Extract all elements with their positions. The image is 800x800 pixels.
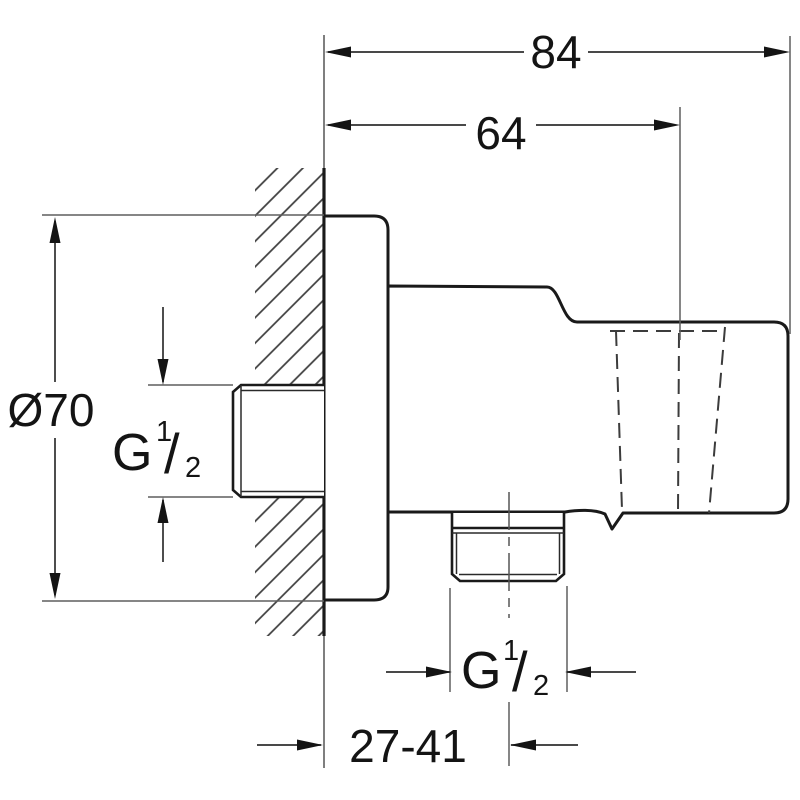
- dim-inlet-thread: G 1 / 2: [112, 307, 233, 562]
- dim-overall-depth: 84: [325, 26, 791, 334]
- inlet-thread-letter: G: [112, 424, 152, 482]
- outlet-thread-denominator: 2: [533, 670, 549, 702]
- outlet-nipple-outline: [450, 513, 566, 583]
- dim-flange-diameter: Ø70: [8, 214, 324, 602]
- dim-84-arrow-right: [764, 46, 790, 58]
- dim-64-arrow-left: [325, 119, 351, 131]
- cone-right-hidden-line: [708, 326, 726, 514]
- outlet-thread-numerator: 1: [503, 635, 519, 667]
- dim-64-label: 64: [475, 107, 526, 159]
- inlet-pipe-fill: [233, 385, 324, 497]
- cone-middle-hidden-line: [677, 332, 680, 514]
- dim-holder-offset: 64: [325, 107, 681, 340]
- inlet-thread-label: G 1 / 2: [112, 416, 201, 485]
- dim-27-41-arrow-right: [297, 739, 323, 751]
- dim-70-arrow-down: [49, 573, 61, 599]
- dim-outlet-thread: G 1 / 2: [386, 586, 636, 703]
- flange-outline: [322, 214, 390, 602]
- dim-27-41-label: 27-41: [349, 720, 467, 772]
- dim-64-arrow-right: [654, 119, 680, 131]
- outlet-nipple: [450, 513, 566, 583]
- dim-70-arrow-up: [49, 217, 61, 243]
- outlet-thread-letter: G: [461, 642, 501, 700]
- dim-inlet-arrow-up: [157, 497, 169, 523]
- dim-84-label: 84: [530, 26, 581, 78]
- dim-wall-distance: 27-41: [257, 702, 578, 772]
- dim-27-41-arrow-left: [510, 739, 536, 751]
- holder-body-path: [386, 284, 790, 531]
- dim-70-label: Ø70: [8, 384, 95, 436]
- outlet-thread-label: G 1 / 2: [461, 635, 549, 703]
- dim-outlet-arrow-left: [565, 666, 591, 678]
- dim-inlet-arrow-down: [157, 359, 169, 385]
- inlet-thread-denominator: 2: [185, 452, 201, 484]
- outlet-thread-slash: /: [512, 640, 528, 703]
- holder-cone-hidden-lines: [610, 326, 726, 514]
- inlet-thread-slash: /: [164, 422, 180, 485]
- dim-84-arrow-left: [325, 46, 351, 58]
- dim-outlet-arrow-right: [426, 666, 452, 678]
- inlet-pipe: [231, 383, 324, 499]
- inlet-thread-numerator: 1: [156, 416, 172, 448]
- holder-body-outline: [386, 284, 790, 531]
- cone-left-hidden-line: [615, 330, 623, 511]
- flange-path: [322, 214, 390, 602]
- inlet-pipe-outline: [231, 383, 324, 499]
